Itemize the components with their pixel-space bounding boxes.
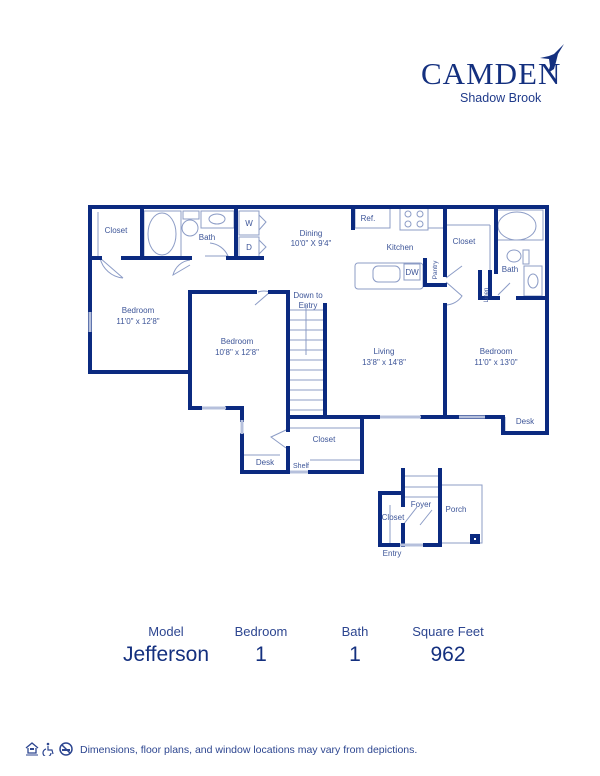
footer-icons — [25, 742, 73, 756]
label-living-dim: 13'8" x 14'8" — [362, 358, 406, 367]
label-dryer: D — [246, 243, 252, 252]
bath-label: Bath — [341, 624, 369, 639]
label-stairs: Entry — [299, 301, 318, 310]
label-desk: Desk — [256, 458, 275, 467]
label-porch: Porch — [446, 505, 467, 514]
bedroom-stat: Bedroom 1 — [201, 624, 321, 667]
sqft-label: Square Feet — [412, 624, 484, 639]
model-label: Model — [148, 624, 184, 639]
accessibility-icon — [42, 742, 54, 756]
label-bedroom-dim: 10'8" x 12'8" — [215, 348, 259, 357]
label-kitchen: Kitchen — [387, 243, 414, 252]
bath-stat: Bath 1 — [295, 624, 415, 667]
no-smoking-icon — [59, 742, 73, 756]
bedroom-label: Bedroom — [234, 624, 288, 639]
label-closet: Closet — [382, 513, 405, 522]
fixtures — [97, 207, 544, 544]
sqft-stat: Square Feet 962 — [388, 624, 508, 667]
label-ref: Ref. — [361, 214, 376, 223]
label-bedroom: Bedroom — [221, 337, 254, 346]
label-bedroom-dim: 11'0" x 12'8" — [116, 317, 159, 326]
label-closet: Closet — [105, 226, 128, 235]
label-dw: DW — [405, 268, 419, 277]
brand-name: Camden — [421, 56, 562, 91]
room-labels: Closet Bath W D Dining 10'0" X 9'4" Ref.… — [105, 214, 535, 558]
label-stairs: Down to — [293, 291, 323, 300]
label-bedroom: Bedroom — [122, 306, 155, 315]
label-pantry: Pantry — [432, 260, 439, 280]
label-linen: Linen — [484, 288, 490, 303]
disclaimer: Dimensions, floor plans, and window loca… — [80, 744, 418, 756]
sqft-value: 962 — [430, 643, 466, 666]
label-foyer: Foyer — [411, 500, 432, 509]
label-bedroom-dim: 11'0" x 13'0" — [474, 358, 517, 367]
label-bath: Bath — [502, 265, 518, 274]
label-shelf: Shelf — [293, 463, 309, 470]
label-dining: Dining — [300, 229, 323, 238]
bedroom-value: 1 — [255, 643, 267, 666]
label-desk: Desk — [516, 417, 535, 426]
hummingbird-logo-icon — [540, 44, 564, 73]
label-closet: Closet — [313, 435, 336, 444]
label-bedroom: Bedroom — [480, 347, 513, 356]
windows — [88, 312, 485, 547]
community-name: Shadow Brook — [460, 91, 542, 105]
label-dining-dim: 10'0" X 9'4" — [291, 239, 332, 248]
label-bath: Bath — [199, 233, 215, 242]
label-entry: Entry — [383, 549, 402, 558]
model-value: Jefferson — [123, 643, 209, 666]
floor-plan: Closet Bath W D Dining 10'0" X 9'4" Ref.… — [88, 205, 549, 558]
label-living: Living — [374, 347, 395, 356]
stairs — [289, 305, 324, 411]
label-closet: Closet — [453, 237, 476, 246]
bath-value: 1 — [349, 643, 361, 666]
equal-housing-icon — [25, 742, 39, 756]
walls — [88, 205, 549, 547]
label-washer: W — [245, 219, 253, 228]
model-stat: Model Jefferson — [106, 624, 226, 667]
